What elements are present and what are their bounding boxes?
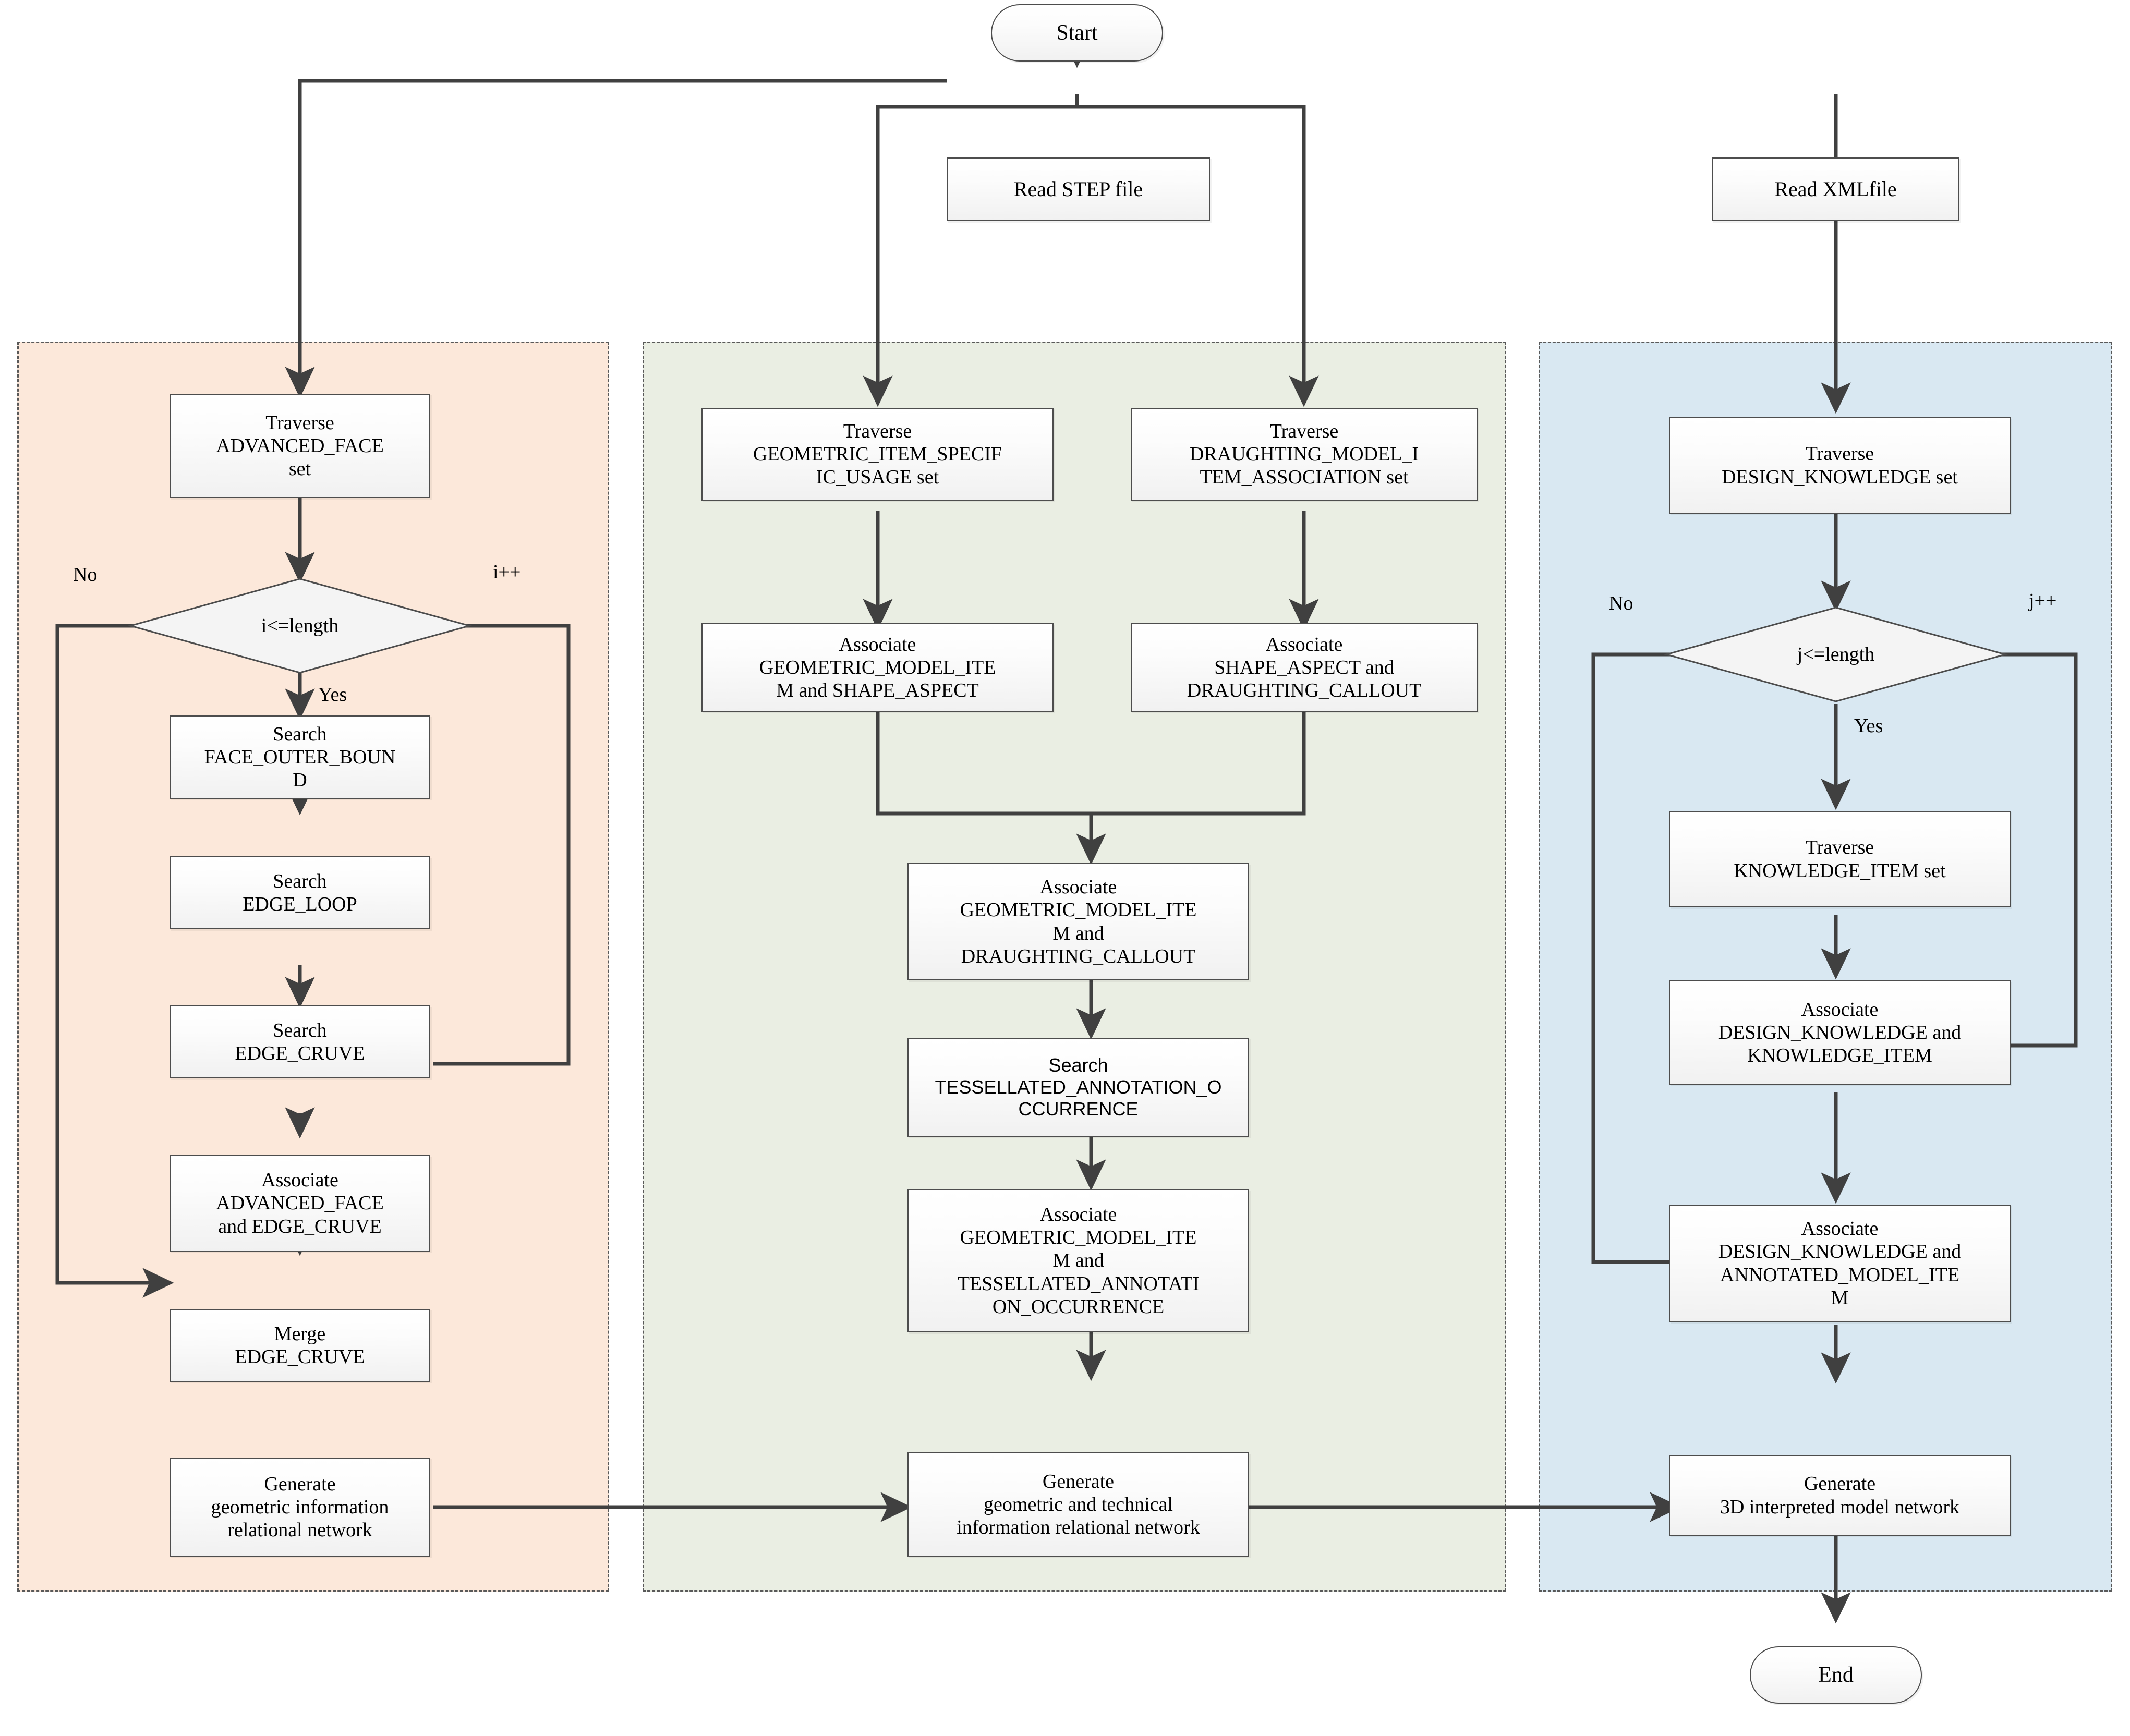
node-search-edge-loop[interactable]: Search EDGE_LOOP	[170, 856, 430, 929]
node-traverse-knowledge-item[interactable]: Traverse KNOWLEDGE_ITEM set	[1669, 811, 2011, 907]
node-associate-gmi-tessellated-annotation-occurrence-label: Associate GEOMETRIC_MODEL_ITE M and TESS…	[957, 1204, 1200, 1318]
node-traverse-knowledge-item-label: Traverse KNOWLEDGE_ITEM set	[1734, 836, 1946, 882]
node-traverse-geometric-item-specific-usage-label: Traverse GEOMETRIC_ITEM_SPECIF IC_USAGE …	[753, 420, 1002, 489]
node-generate-geometric-technical-network-label: Generate geometric and technical informa…	[957, 1470, 1200, 1539]
node-read-step-file-label: Read STEP file	[1013, 177, 1143, 201]
node-search-edge-loop-label: Search EDGE_LOOP	[243, 870, 357, 915]
node-search-tessellated-annotation-occurrence-label: Search TESSELLATED_ANNOTATION_O CCURRENC…	[935, 1054, 1222, 1120]
node-generate-3d-interpreted-model-network-label: Generate 3D interpreted model network	[1720, 1473, 1960, 1518]
node-search-edge-cruve[interactable]: Search EDGE_CRUVE	[170, 1005, 430, 1078]
node-traverse-advanced-face[interactable]: Traverse ADVANCED_FACE set	[170, 394, 430, 498]
node-traverse-design-knowledge[interactable]: Traverse DESIGN_KNOWLEDGE set	[1669, 417, 2011, 514]
edge-label-left-yes: Yes	[318, 684, 347, 706]
node-associate-design-knowledge-knowledge-item-label: Associate DESIGN_KNOWLEDGE and KNOWLEDGE…	[1718, 998, 1962, 1067]
node-traverse-draughting-model-item-association[interactable]: Traverse DRAUGHTING_MODEL_I TEM_ASSOCIAT…	[1131, 408, 1478, 501]
node-search-face-outer-bound[interactable]: Search FACE_OUTER_BOUN D	[170, 715, 430, 799]
node-associate-design-knowledge-annotated-model-item-label: Associate DESIGN_KNOWLEDGE and ANNOTATED…	[1718, 1218, 1962, 1309]
node-decision-j-label: j<=length	[1797, 644, 1875, 665]
edge-label-right-yes: Yes	[1854, 715, 1883, 737]
node-generate-geometric-network[interactable]: Generate geometric information relationa…	[170, 1458, 430, 1557]
node-merge-edge-cruve[interactable]: Merge EDGE_CRUVE	[170, 1309, 430, 1382]
panel-geometric-information	[17, 342, 609, 1592]
node-associate-gmi-tessellated-annotation-occurrence[interactable]: Associate GEOMETRIC_MODEL_ITE M and TESS…	[907, 1189, 1249, 1332]
node-decision-j[interactable]: j<=length	[1666, 608, 2005, 701]
node-start-label: Start	[1056, 20, 1098, 45]
node-associate-shape-aspect-draughting-callout-label: Associate SHAPE_ASPECT and DRAUGHTING_CA…	[1187, 633, 1422, 702]
node-generate-geometric-technical-network[interactable]: Generate geometric and technical informa…	[907, 1452, 1249, 1557]
node-associate-advanced-face-edge-cruve[interactable]: Associate ADVANCED_FACE and EDGE_CRUVE	[170, 1155, 430, 1252]
node-traverse-geometric-item-specific-usage[interactable]: Traverse GEOMETRIC_ITEM_SPECIF IC_USAGE …	[701, 408, 1054, 501]
decision-j-shape	[1663, 606, 2008, 702]
node-start[interactable]: Start	[991, 4, 1163, 62]
node-associate-design-knowledge-knowledge-item[interactable]: Associate DESIGN_KNOWLEDGE and KNOWLEDGE…	[1669, 980, 2011, 1085]
node-read-xml-file[interactable]: Read XMLfile	[1712, 157, 1959, 221]
node-associate-gmi-draughting-callout[interactable]: Associate GEOMETRIC_MODEL_ITE M and DRAU…	[907, 863, 1249, 980]
node-search-edge-cruve-label: Search EDGE_CRUVE	[235, 1019, 365, 1064]
node-associate-gmi-shape-aspect-label: Associate GEOMETRIC_MODEL_ITE M and SHAP…	[759, 633, 996, 702]
node-traverse-design-knowledge-label: Traverse DESIGN_KNOWLEDGE set	[1722, 443, 1958, 488]
node-end-label: End	[1818, 1662, 1854, 1687]
node-traverse-advanced-face-label: Traverse ADVANCED_FACE set	[216, 411, 384, 480]
node-associate-gmi-shape-aspect[interactable]: Associate GEOMETRIC_MODEL_ITE M and SHAP…	[701, 623, 1054, 712]
node-read-xml-file-label: Read XMLfile	[1774, 177, 1897, 201]
edge-label-left-no: No	[73, 564, 98, 586]
decision-i-shape	[127, 578, 473, 674]
edge-label-right-increment: j++	[2029, 590, 2057, 612]
node-search-face-outer-bound-label: Search FACE_OUTER_BOUN D	[204, 723, 396, 792]
node-read-step-file[interactable]: Read STEP file	[947, 157, 1210, 221]
node-generate-geometric-network-label: Generate geometric information relationa…	[211, 1473, 389, 1541]
node-associate-advanced-face-edge-cruve-label: Associate ADVANCED_FACE and EDGE_CRUVE	[216, 1169, 384, 1237]
node-traverse-draughting-model-item-association-label: Traverse DRAUGHTING_MODEL_I TEM_ASSOCIAT…	[1189, 420, 1419, 489]
node-generate-3d-interpreted-model-network[interactable]: Generate 3D interpreted model network	[1669, 1455, 2011, 1536]
node-associate-shape-aspect-draughting-callout[interactable]: Associate SHAPE_ASPECT and DRAUGHTING_CA…	[1131, 623, 1478, 712]
node-decision-i-label: i<=length	[261, 615, 339, 637]
node-associate-design-knowledge-annotated-model-item[interactable]: Associate DESIGN_KNOWLEDGE and ANNOTATED…	[1669, 1205, 2011, 1322]
edge-label-left-increment: i++	[493, 561, 521, 583]
edge-label-right-no: No	[1609, 592, 1633, 614]
node-decision-i[interactable]: i<=length	[130, 579, 469, 673]
node-end[interactable]: End	[1750, 1646, 1922, 1704]
node-associate-gmi-draughting-callout-label: Associate GEOMETRIC_MODEL_ITE M and DRAU…	[960, 876, 1197, 967]
node-search-tessellated-annotation-occurrence[interactable]: Search TESSELLATED_ANNOTATION_O CCURRENC…	[907, 1038, 1249, 1137]
node-merge-edge-cruve-label: Merge EDGE_CRUVE	[235, 1322, 365, 1368]
